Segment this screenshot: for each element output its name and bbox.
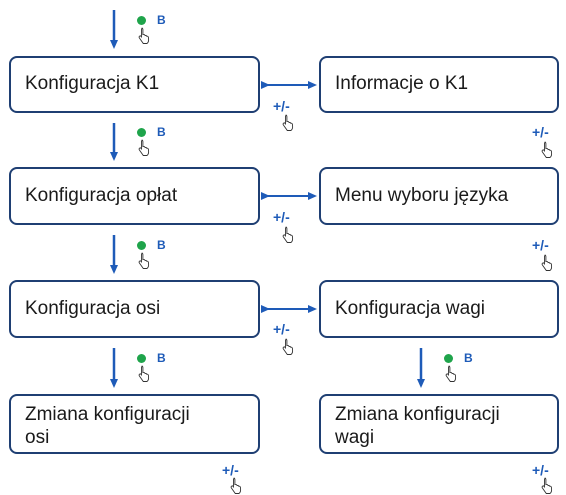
box-label: Zmiana konfiguracji osi (25, 404, 190, 448)
key-plus-minus-label: +/- (222, 462, 239, 478)
hand-pointer-icon (541, 477, 553, 494)
hand-pointer-icon (282, 226, 294, 243)
key-plus-minus-label: +/- (532, 124, 549, 140)
box-zmiana-konfiguracji-osi: Zmiana konfiguracji osi (9, 394, 260, 454)
box-menu-jezyka: Menu wyboru języka (319, 167, 559, 225)
box-label: Konfiguracja wagi (335, 297, 485, 319)
hand-pointer-icon (138, 365, 150, 382)
hand-pointer-icon (138, 27, 150, 44)
hand-pointer-icon (445, 365, 457, 382)
key-b-label: B (157, 125, 166, 139)
key-b-label: B (464, 351, 473, 365)
hand-pointer-icon (282, 338, 294, 355)
box-label: Konfiguracja osi (25, 297, 161, 319)
key-b-label: B (157, 13, 166, 27)
box-konfiguracja-oplat: Konfiguracja opłat (9, 167, 260, 225)
hand-pointer-icon (541, 141, 553, 158)
green-dot-icon (137, 128, 146, 137)
key-plus-minus-label: +/- (532, 462, 549, 478)
box-label: Konfiguracja K1 (25, 73, 160, 95)
hand-pointer-icon (230, 477, 242, 494)
green-dot-icon (137, 241, 146, 250)
key-plus-minus-label: +/- (273, 98, 290, 114)
box-label: Zmiana konfiguracji wagi (335, 404, 500, 448)
box-konfiguracja-k1: Konfiguracja K1 (9, 56, 260, 113)
box-informacje-k1: Informacje o K1 (319, 56, 559, 113)
box-konfiguracja-osi: Konfiguracja osi (9, 280, 260, 338)
box-zmiana-konfiguracji-wagi: Zmiana konfiguracji wagi (319, 394, 559, 454)
box-label: Konfiguracja opłat (25, 184, 178, 206)
green-dot-icon (444, 354, 453, 363)
box-label: Informacje o K1 (335, 73, 469, 95)
hand-pointer-icon (138, 252, 150, 269)
hand-pointer-icon (541, 254, 553, 271)
green-dot-icon (137, 16, 146, 25)
key-b-label: B (157, 238, 166, 252)
key-plus-minus-label: +/- (273, 209, 290, 225)
box-label: Menu wyboru języka (335, 184, 509, 206)
key-plus-minus-label: +/- (273, 321, 290, 337)
hand-pointer-icon (138, 139, 150, 156)
key-b-label: B (157, 351, 166, 365)
green-dot-icon (137, 354, 146, 363)
hand-pointer-icon (282, 114, 294, 131)
box-konfiguracja-wagi: Konfiguracja wagi (319, 280, 559, 338)
key-plus-minus-label: +/- (532, 237, 549, 253)
